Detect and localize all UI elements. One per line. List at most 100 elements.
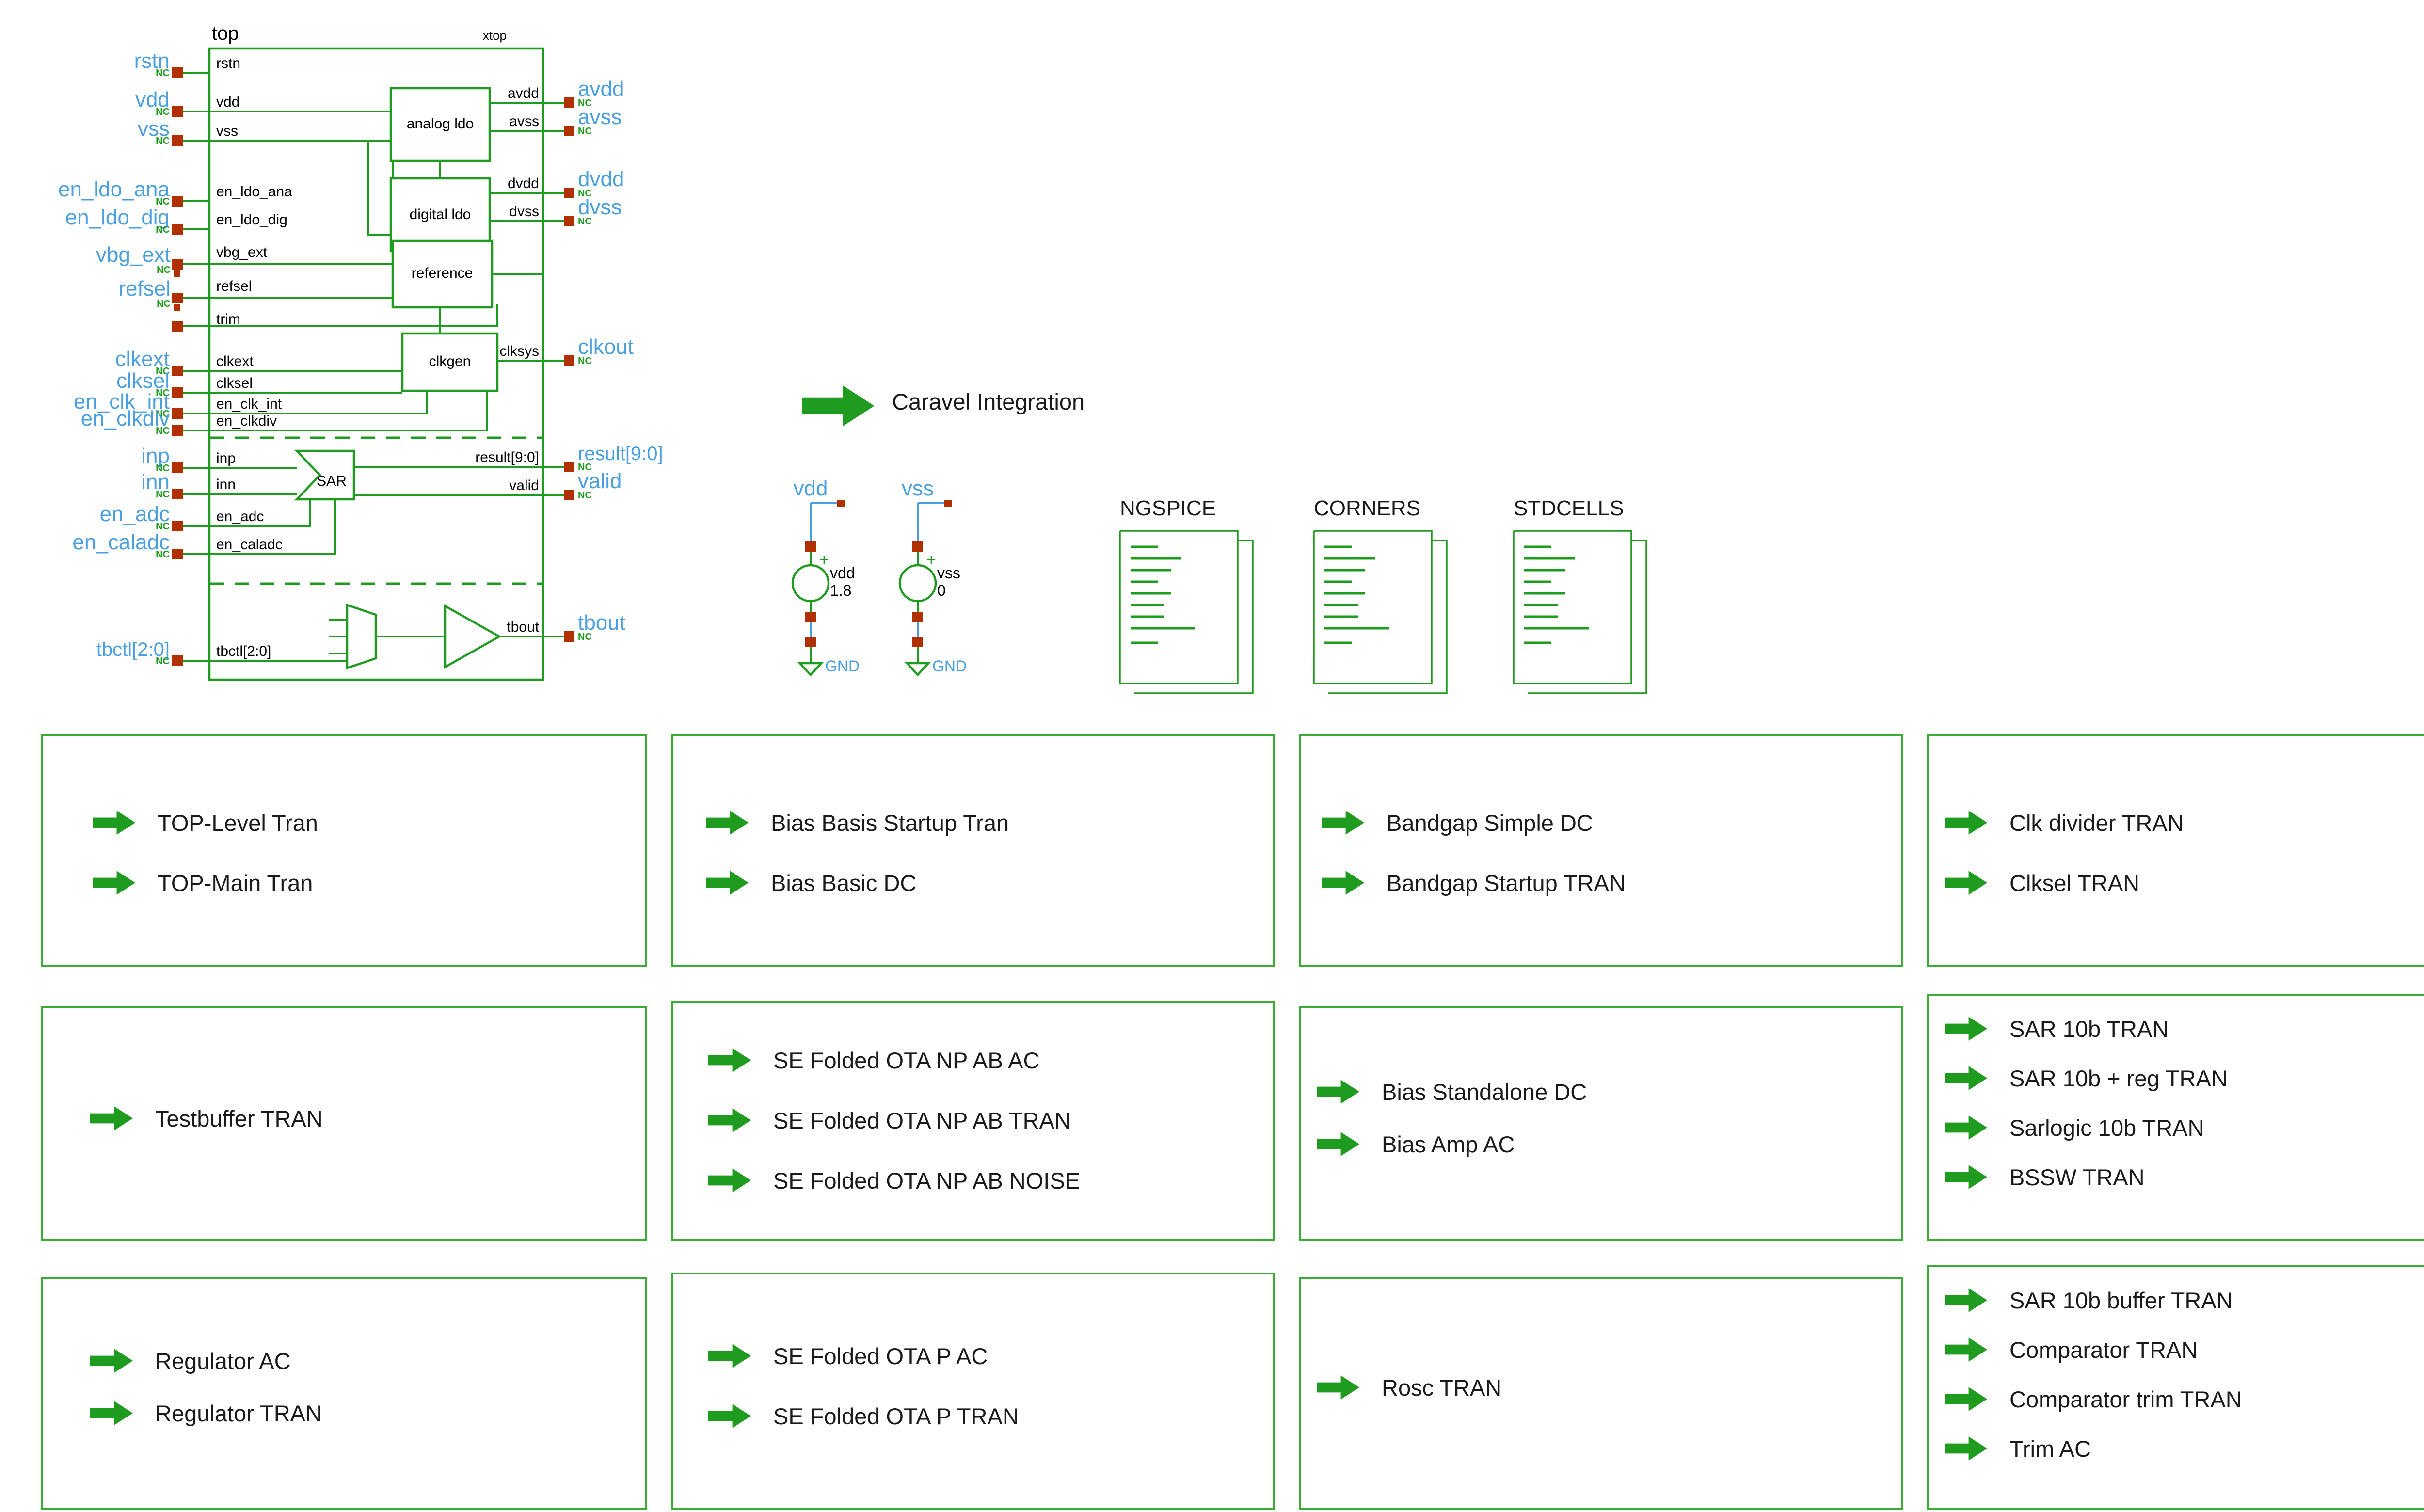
launcher-item[interactable]: SE Folded OTA NP AB TRAN bbox=[702, 1107, 1265, 1134]
block-sar[interactable]: SAR bbox=[294, 449, 355, 501]
group-box-regulator[interactable]: Regulator AC Regulator TRAN bbox=[41, 1277, 647, 1510]
plus-sign-vdd: + bbox=[819, 551, 829, 569]
port-refsel[interactable]: refsel NC refsel bbox=[118, 277, 393, 311]
port-avdd[interactable]: avdd avdd NC bbox=[490, 77, 624, 109]
port-en-caladc[interactable]: en_caladc NC en_caladc bbox=[72, 499, 336, 560]
port-inn[interactable]: inn NC inn bbox=[141, 470, 297, 500]
port-clkout[interactable]: clksys clkout NC bbox=[497, 335, 634, 366]
nc-marker-en-caladc: NC bbox=[156, 549, 170, 560]
group-box-se-folded-p[interactable]: SE Folded OTA P AC SE Folded OTA P TRAN bbox=[671, 1273, 1275, 1510]
group-box-clk[interactable]: Clk divider TRAN Clksel TRAN bbox=[1927, 734, 2424, 967]
group-box-top-level[interactable]: TOP-Level Tran TOP-Main Tran bbox=[41, 734, 647, 967]
launcher-item[interactable]: Bias Basis Startup Tran bbox=[700, 809, 1262, 836]
green-arrow-icon bbox=[1317, 1080, 1359, 1104]
port-en-adc[interactable]: en_adc NC en_adc bbox=[100, 499, 311, 532]
launcher-item[interactable]: Sarlogic 10b TRAN bbox=[1939, 1114, 2424, 1141]
port-inp[interactable]: inp NC inp bbox=[141, 444, 297, 474]
port-avss[interactable]: avss avss NC bbox=[490, 105, 622, 137]
launcher-item[interactable]: Regulator TRAN bbox=[84, 1400, 618, 1427]
group-box-bias-standalone[interactable]: Bias Standalone DC Bias Amp AC bbox=[1299, 1006, 1903, 1241]
port-en-ldo-dig[interactable]: en_ldo_dig NC en_ldo_dig bbox=[65, 206, 287, 235]
launcher-label: SE Folded OTA NP AB TRAN bbox=[773, 1107, 1071, 1133]
group-box-comparator[interactable]: SAR 10b buffer TRAN Comparator TRAN Comp… bbox=[1927, 1265, 2424, 1510]
launcher-item[interactable]: Trim AC bbox=[1939, 1435, 2424, 1462]
launcher-item[interactable]: Regulator AC bbox=[84, 1347, 618, 1374]
group-box-bandgap[interactable]: Bandgap Simple DC Bandgap Startup TRAN bbox=[1299, 734, 1903, 967]
doc-stack-corners[interactable]: CORNERS bbox=[1313, 496, 1448, 694]
net-label-clksel: clksel bbox=[116, 369, 170, 393]
group-box-bias-basic[interactable]: Bias Basis Startup Tran Bias Basic DC bbox=[671, 734, 1275, 967]
source-value-vss: 0 bbox=[937, 582, 946, 599]
launcher-item[interactable]: SE Folded OTA P AC bbox=[702, 1342, 1265, 1369]
port-dvdd[interactable]: dvdd dvdd NC bbox=[490, 167, 624, 199]
caravel-integration-launcher[interactable]: Caravel Integration bbox=[802, 385, 1084, 427]
pin-label-vbg-ext: vbg_ext bbox=[216, 244, 268, 260]
port-dvss[interactable]: dvss dvss NC bbox=[490, 195, 622, 227]
port-valid[interactable]: valid valid NC bbox=[354, 469, 622, 501]
nc-marker-result: NC bbox=[578, 462, 592, 473]
port-trim[interactable]: trim bbox=[172, 304, 498, 332]
doc-stack-stdcells[interactable]: STDCELLS bbox=[1513, 496, 1647, 694]
port-tbout[interactable]: tbout tbout NC bbox=[499, 611, 625, 642]
launcher-item[interactable]: Bias Amp AC bbox=[1311, 1130, 1888, 1158]
nc-marker-en-clkdiv: NC bbox=[156, 426, 170, 436]
launcher-label: Sarlogic 10b TRAN bbox=[2009, 1114, 2204, 1141]
port-clkext[interactable]: clkext NC clkext bbox=[115, 347, 402, 377]
net-label-vdd: vdd bbox=[135, 88, 170, 111]
port-result[interactable]: result[9:0] result[9:0] NC bbox=[354, 443, 663, 473]
green-arrow-icon bbox=[1945, 871, 1987, 895]
launcher-item[interactable]: SAR 10b TRAN bbox=[1939, 1015, 2424, 1042]
voltage-source-vss[interactable]: vss + vss 0 GND bbox=[898, 477, 967, 677]
launcher-item[interactable]: TOP-Level Tran bbox=[87, 809, 620, 836]
net-label-rstn: rstn bbox=[134, 49, 170, 73]
block-clkgen[interactable]: clkgen bbox=[401, 332, 499, 392]
launcher-label: TOP-Level Tran bbox=[158, 810, 318, 836]
pin-label-avdd: avdd bbox=[508, 85, 539, 101]
port-tbctl[interactable]: tbctl[2:0] NC tbctl[2:0] bbox=[96, 638, 362, 667]
group-box-se-folded-np-ab[interactable]: SE Folded OTA NP AB AC SE Folded OTA NP … bbox=[671, 1001, 1275, 1241]
voltage-source-vdd[interactable]: vdd + vdd 1.8 GND bbox=[791, 477, 860, 677]
launcher-item[interactable]: BSSW TRAN bbox=[1939, 1163, 2424, 1191]
launcher-item[interactable]: Comparator trim TRAN bbox=[1939, 1385, 2424, 1413]
pin-label-vdd: vdd bbox=[216, 94, 239, 110]
launcher-item[interactable]: Testbuffer TRAN bbox=[84, 1105, 618, 1132]
green-arrow-icon bbox=[1945, 1066, 1987, 1090]
launcher-item[interactable]: Bandgap Simple DC bbox=[1316, 809, 1888, 836]
launcher-item[interactable]: Clk divider TRAN bbox=[1939, 809, 2424, 836]
port-clksel[interactable]: clksel NC clksel bbox=[116, 369, 402, 398]
group-box-sar[interactable]: SAR 10b TRAN SAR 10b + reg TRAN Sarlogic… bbox=[1927, 994, 2424, 1241]
pin-label-valid: valid bbox=[509, 477, 539, 493]
port-en-clkdiv[interactable]: en_clkdiv NC en_clkdiv bbox=[81, 390, 488, 436]
launcher-item[interactable]: SE Folded OTA NP AB AC bbox=[702, 1047, 1265, 1074]
launcher-item[interactable]: Rosc TRAN bbox=[1311, 1374, 1888, 1401]
nc-marker-clkout: NC bbox=[578, 356, 592, 366]
launcher-item[interactable]: Bandgap Startup TRAN bbox=[1316, 869, 1888, 896]
launcher-item[interactable]: Comparator TRAN bbox=[1939, 1336, 2424, 1363]
port-rstn[interactable]: rstn NC rstn bbox=[134, 49, 240, 79]
block-analog-ldo[interactable]: analog ldo bbox=[389, 87, 491, 162]
launcher-item[interactable]: SAR 10b + reg TRAN bbox=[1939, 1065, 2424, 1092]
nc-marker-clkext: NC bbox=[156, 366, 170, 377]
launcher-label: SE Folded OTA NP AB AC bbox=[773, 1047, 1040, 1073]
block-reference[interactable]: reference bbox=[391, 239, 494, 309]
group-box-testbuffer[interactable]: Testbuffer TRAN bbox=[41, 1006, 647, 1241]
launcher-label: Regulator TRAN bbox=[155, 1400, 322, 1426]
port-en-clk-int[interactable]: en_clk_int NC en_clk_int bbox=[74, 390, 428, 419]
green-arrow-icon bbox=[1317, 1132, 1359, 1156]
launcher-item[interactable]: Bias Basic DC bbox=[700, 869, 1262, 896]
launcher-item[interactable]: SAR 10b buffer TRAN bbox=[1939, 1287, 2424, 1314]
launcher-item[interactable]: Bias Standalone DC bbox=[1311, 1078, 1888, 1105]
port-vbg-ext[interactable]: vbg_ext NC vbg_ext bbox=[96, 243, 393, 277]
launcher-item[interactable]: TOP-Main Tran bbox=[87, 869, 620, 896]
green-arrow-icon bbox=[1945, 1387, 1987, 1411]
nc-marker-avss: NC bbox=[578, 126, 592, 137]
group-box-rosc[interactable]: Rosc TRAN bbox=[1299, 1277, 1903, 1510]
launcher-label: Bias Basis Startup Tran bbox=[771, 810, 1009, 836]
port-en-ldo-ana[interactable]: en_ldo_ana NC en_ldo_ana bbox=[58, 177, 292, 207]
launcher-item[interactable]: Clksel TRAN bbox=[1939, 869, 2424, 896]
doc-stack-ngspice[interactable]: NGSPICE bbox=[1119, 496, 1254, 694]
launcher-item[interactable]: SE Folded OTA P TRAN bbox=[702, 1402, 1265, 1430]
launcher-item[interactable]: SE Folded OTA NP AB NOISE bbox=[702, 1167, 1265, 1194]
